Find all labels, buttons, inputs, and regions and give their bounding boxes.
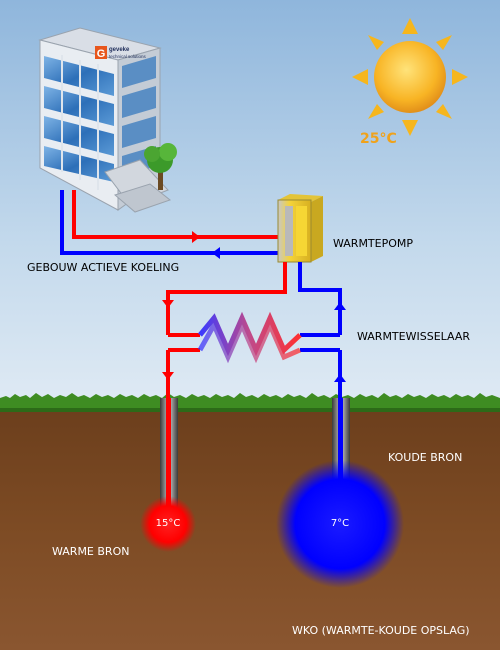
logo-letter: G <box>97 48 106 60</box>
cold-source-temperature: 7°C <box>330 518 350 529</box>
warm-well-shaft <box>160 398 178 514</box>
heat-exchanger-icon <box>197 311 302 364</box>
heat-pump-label: WARMTEPOMP <box>333 237 414 250</box>
arrow-up-icon <box>334 302 346 310</box>
outside-temperature: 25°C <box>360 131 397 147</box>
office-building-icon <box>38 27 177 213</box>
cold-source-label: KOUDE BRON <box>388 451 463 464</box>
warm-source-temperature: 15°C <box>155 518 181 529</box>
cold-pipe-from-exchanger <box>298 262 342 335</box>
cold-source-blob <box>276 460 404 588</box>
logo-tagline: technical solutions <box>109 54 147 59</box>
grass-strip <box>0 393 500 412</box>
sun-icon <box>352 18 468 136</box>
geveke-logo: G geveke technical solutions <box>95 46 147 60</box>
arrow-down-icon <box>162 372 174 380</box>
warm-source-blob <box>140 496 196 552</box>
soil <box>0 403 500 650</box>
arrow-down-icon <box>162 300 174 308</box>
arrow-right-icon <box>192 231 200 243</box>
warm-pipe-to-exchanger <box>166 262 287 335</box>
system-label: WKO (WARMTE-KOUDE OPSLAG) <box>292 624 470 637</box>
cold-pipe-building <box>60 190 285 255</box>
heat-exchanger-label: WARMTEWISSELAAR <box>357 330 471 343</box>
building-label: GEBOUW ACTIEVE KOELING <box>27 261 180 274</box>
arrow-left-icon <box>212 247 220 259</box>
heat-pump-icon <box>277 194 323 263</box>
grass-dark-line <box>0 408 500 412</box>
logo-brand: geveke <box>109 47 130 53</box>
warm-source-label: WARME BRON <box>52 545 130 558</box>
arrow-up-icon <box>334 374 346 382</box>
warm-pipe-building <box>72 190 285 239</box>
